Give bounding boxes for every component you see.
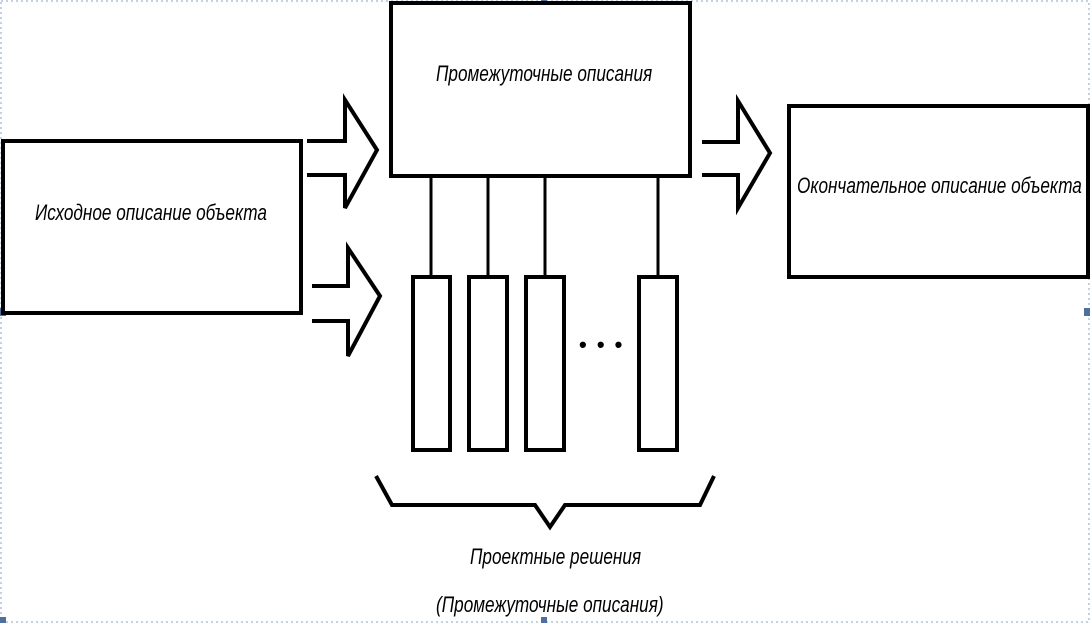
solution-box-4 xyxy=(637,275,679,452)
ellipsis-dots: • • • xyxy=(579,332,625,357)
arrow-source-to-intermediate xyxy=(307,93,380,209)
intermediate-box xyxy=(389,1,692,178)
design-solutions-sublabel: (Промежуточные описания) xyxy=(436,592,664,617)
intermediate-box-label: Промежуточные описания xyxy=(436,61,653,86)
arrow-source-to-solutions xyxy=(312,241,383,357)
source-box xyxy=(1,139,303,315)
selection-handle-bottom-left[interactable] xyxy=(0,617,6,623)
grouping-brace xyxy=(374,475,716,531)
solution-box-3 xyxy=(524,275,566,452)
selection-handle-right[interactable] xyxy=(1084,308,1090,316)
source-box-label: Исходное описание объекта xyxy=(35,200,267,225)
solution-box-1 xyxy=(411,275,452,452)
solution-box-2 xyxy=(467,275,509,452)
arrow-intermediate-to-final xyxy=(702,93,773,216)
final-box xyxy=(787,104,1090,279)
design-solutions-label: Проектные решения xyxy=(470,544,642,569)
final-box-label: Окончательное описание объекта xyxy=(797,173,1082,198)
selection-handle-bottom[interactable] xyxy=(541,617,547,623)
